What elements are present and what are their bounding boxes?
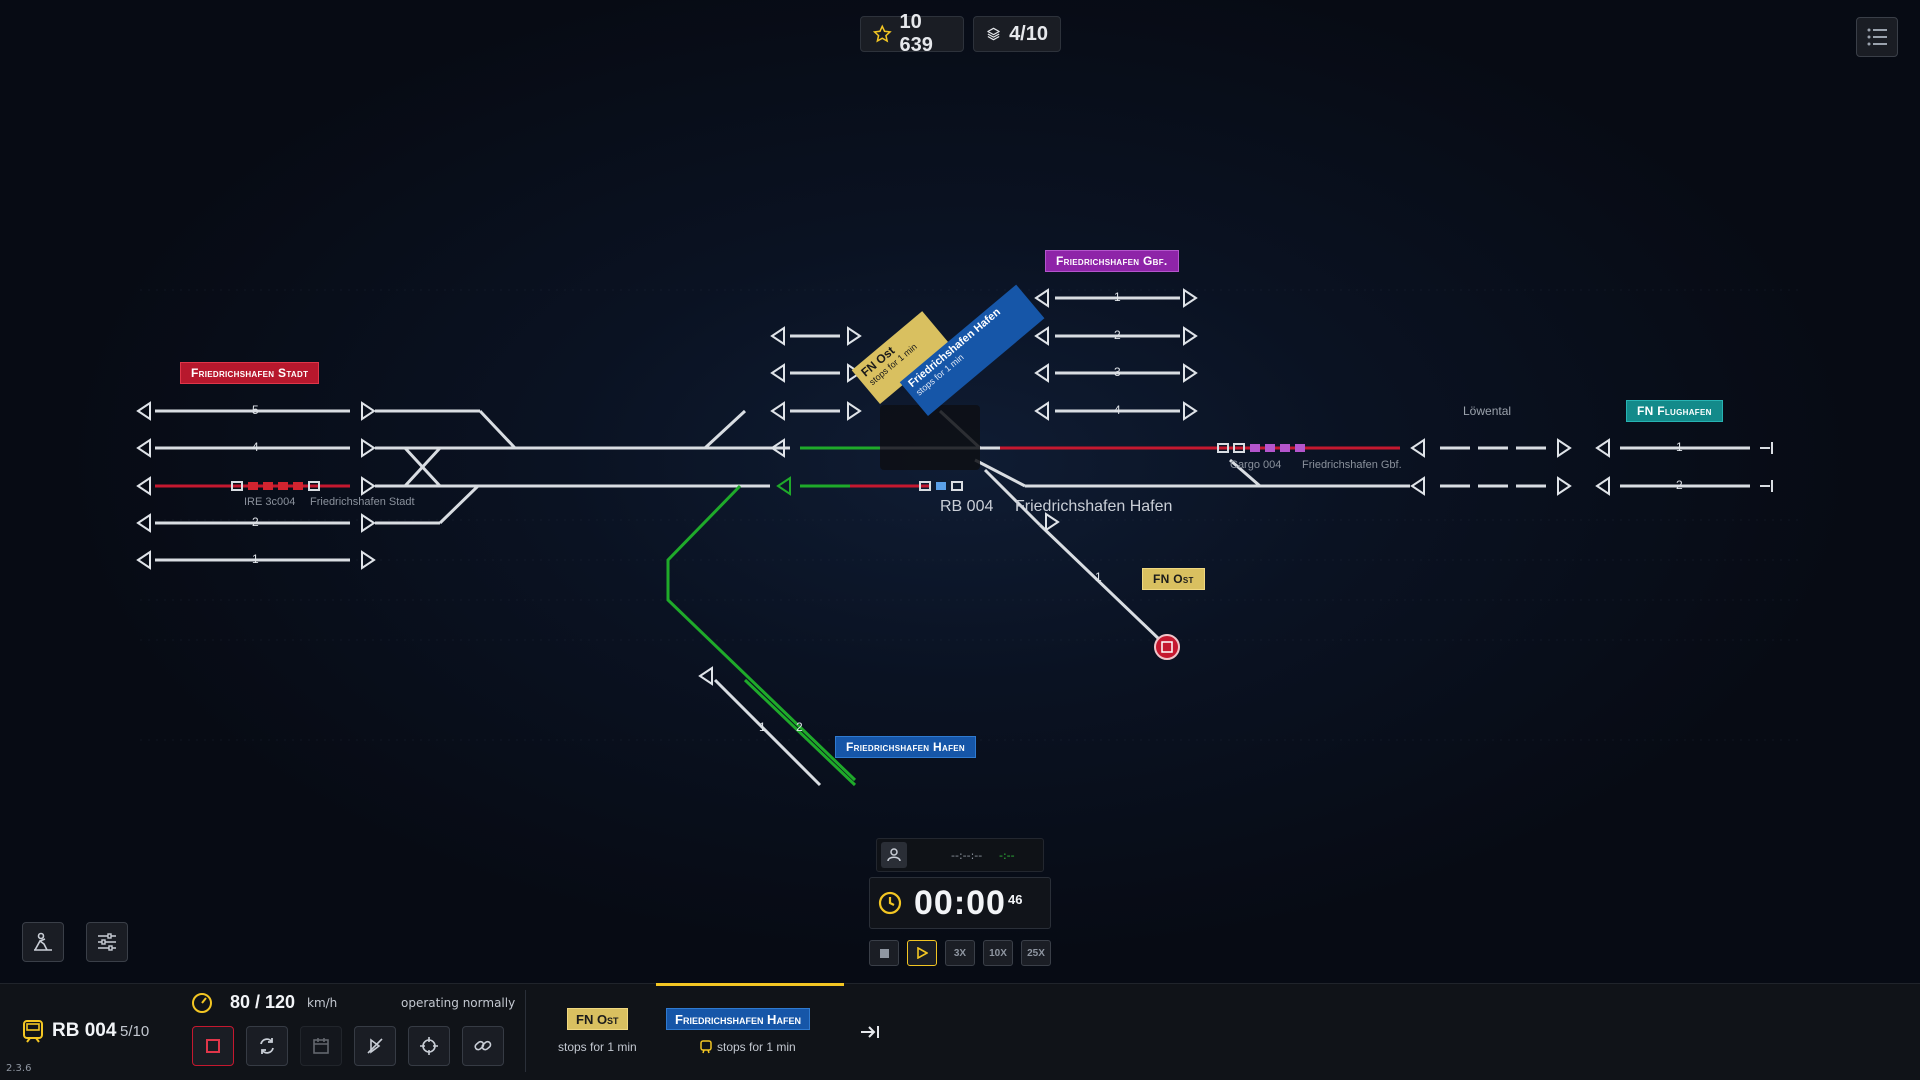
train-small-icon [700, 1040, 712, 1054]
speed-3x-button[interactable]: 3X [945, 940, 975, 966]
menu-button[interactable] [1856, 17, 1898, 57]
station-flughafen[interactable]: FN Flughafen [1626, 400, 1723, 422]
sliders-icon [98, 933, 116, 951]
settings-button[interactable] [86, 922, 128, 962]
ire-train [231, 481, 320, 491]
layers-icon [987, 27, 1000, 41]
ost-terminal [1154, 634, 1180, 660]
panel-divider [525, 990, 526, 1072]
link-icon [474, 1040, 492, 1051]
station-loewental: Löwental [1463, 404, 1512, 418]
score-display: 10 639 [860, 11, 964, 56]
passenger-delta: -:-- [999, 849, 1015, 862]
rb-train [919, 481, 963, 491]
couple-button[interactable] [462, 1026, 504, 1066]
stop-icon [206, 1039, 220, 1053]
score-value: 10 639 [899, 11, 933, 56]
station-stadt[interactable]: Friedrichshafen Stadt [180, 362, 320, 384]
level-display: 4/10 [973, 16, 1061, 52]
speed-10x-button[interactable]: 10X [983, 940, 1013, 966]
play-icon [917, 947, 928, 959]
track-number: 5 [252, 403, 259, 417]
speedometer-icon [192, 993, 212, 1013]
play-button[interactable] [907, 940, 937, 966]
ignore-signals-button[interactable] [354, 1026, 396, 1066]
speed-25x-button[interactable]: 25X [1021, 940, 1051, 966]
ire-train-dest: Friedrichshafen Stadt [310, 496, 415, 508]
clock-time: 00:00 [914, 883, 1006, 922]
game-clock: 00:00 46 [869, 877, 1051, 929]
schedule-stop-hafen-note: stops for 1 min [717, 1040, 796, 1054]
train-speed: 80 / 120 [230, 992, 296, 1012]
track-number: 1 [252, 552, 259, 566]
station-ost[interactable]: FN Ost [1142, 568, 1205, 590]
pause-icon [879, 948, 889, 958]
reverse-button[interactable] [246, 1026, 288, 1066]
track-number: 2 [1676, 478, 1683, 492]
level-value: 4/10 [1009, 22, 1048, 45]
list-icon [1867, 28, 1887, 46]
ire-train-name[interactable]: IRE 3c004 [244, 496, 296, 508]
locate-train-button[interactable] [408, 1026, 450, 1066]
version-label: 2.3.6 [6, 1063, 32, 1074]
selected-train-count: 5/10 [120, 1023, 150, 1040]
person-icon [887, 848, 901, 862]
station-gbf[interactable]: Friedrichshafen Gbf. [1045, 250, 1179, 272]
calendar-icon [313, 1038, 329, 1054]
track-number: 1 [759, 720, 766, 734]
stop-train-button[interactable] [192, 1026, 234, 1066]
schedule-button[interactable] [300, 1026, 342, 1066]
track-number: 2 [252, 515, 259, 529]
clock-icon [878, 891, 902, 915]
station-hafen[interactable]: Friedrichshafen Hafen [835, 736, 976, 758]
schedule-stop-hafen[interactable]: Friedrichshafen Hafen [666, 1008, 810, 1030]
track-number: 2 [796, 720, 803, 734]
passenger-button[interactable] [881, 842, 907, 868]
track-number: 2 [1114, 328, 1121, 342]
stadt-tracks [155, 409, 770, 562]
track-number: 1 [1676, 440, 1683, 454]
pause-button[interactable] [869, 940, 899, 966]
active-route [666, 446, 880, 782]
add-stop-button[interactable] [856, 1020, 884, 1044]
passenger-time: --:--:-- [951, 849, 983, 862]
track-number: 3 [1114, 365, 1121, 379]
track-number: 1 [1114, 290, 1121, 304]
schedule-stop-ost-note: stops for 1 min [558, 1040, 637, 1054]
cargo-train-name[interactable]: Cargo 004 [1230, 459, 1282, 471]
clock-seconds: 46 [1007, 891, 1023, 907]
schedule-stop-ost[interactable]: FN Ost [567, 1008, 628, 1030]
track-number: 4 [1114, 403, 1121, 417]
selected-train-name: RB 004 [52, 1020, 117, 1041]
train-icon [23, 1020, 43, 1043]
current-stop-marker [656, 983, 844, 986]
track-number: 1 [1095, 570, 1102, 584]
cycle-icon [260, 1038, 274, 1054]
train-status: operating normally [401, 996, 516, 1010]
cargo-train [1217, 443, 1305, 453]
worker-icon [34, 932, 52, 951]
rb-train-name[interactable]: RB 004 [940, 498, 994, 515]
rb-train-dest: Friedrichshafen Hafen [1015, 498, 1173, 515]
signal-off-icon [367, 1038, 383, 1054]
passenger-panel: --:--:-- -:-- [876, 838, 1044, 872]
track-number: 4 [252, 440, 259, 454]
star-icon [873, 24, 892, 43]
train-panel [0, 983, 1920, 1080]
arrow-to-end-icon [861, 1026, 879, 1038]
crosshair-icon [420, 1037, 438, 1055]
speed-unit: km/h [307, 996, 338, 1010]
build-mode-button[interactable] [22, 922, 64, 962]
cargo-train-dest: Friedrichshafen Gbf. [1302, 459, 1402, 471]
